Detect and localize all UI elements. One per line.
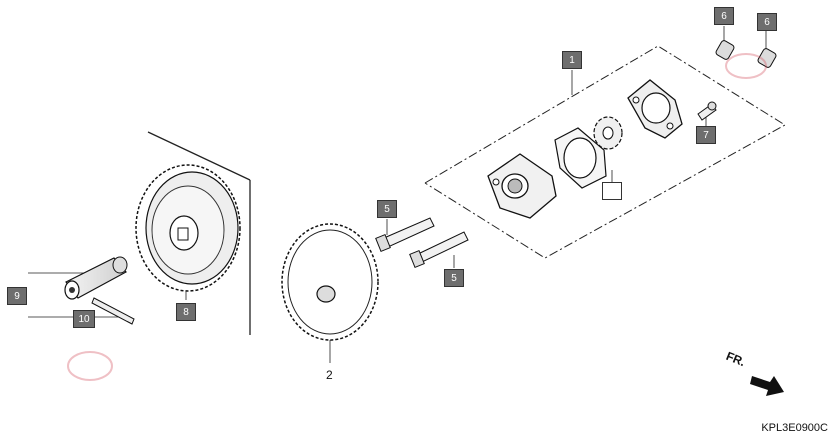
- ref-label-part-10: 10: [73, 310, 95, 328]
- ref-label-blank: [602, 182, 622, 200]
- pump-body: [487, 153, 557, 219]
- ref-label-part-9: 9: [7, 287, 27, 305]
- dowel-pin-part-6-right: [757, 48, 777, 68]
- ref-label-part-6-right: 6: [757, 13, 777, 31]
- bolt-part-5-lower: [409, 231, 469, 269]
- ref-label-part-5-lower: 5: [444, 269, 464, 287]
- leader-lines: [28, 26, 767, 363]
- ref-label-part-6-left: 6: [714, 7, 734, 25]
- mounting-wall: [147, 131, 251, 335]
- inner-rotor: [593, 116, 623, 150]
- gear-part-8: [135, 164, 241, 292]
- ref-label-part-7: 7: [696, 126, 716, 144]
- direction-arrow: [750, 376, 784, 396]
- part-1-assembly-outline: [424, 45, 786, 259]
- ref-label-part-8: 8: [176, 303, 196, 321]
- outer-rotor: [554, 127, 607, 189]
- pump-rear-cover: [627, 79, 683, 139]
- figure-code: KPL3E0900C: [761, 422, 828, 434]
- screw-part-7: [697, 101, 717, 121]
- gear-part-2: [281, 223, 379, 341]
- dowel-pin-part-6-left: [715, 40, 735, 60]
- shaft-part-9: [64, 256, 128, 300]
- ref-label-part-5-upper: 5: [377, 200, 397, 218]
- ref-label-part-2: 2: [326, 368, 333, 382]
- bolt-part-5-upper: [375, 217, 435, 253]
- watermark-logo: [67, 53, 767, 381]
- pin-part-10: [91, 297, 135, 325]
- ref-label-part-1: 1: [562, 51, 582, 69]
